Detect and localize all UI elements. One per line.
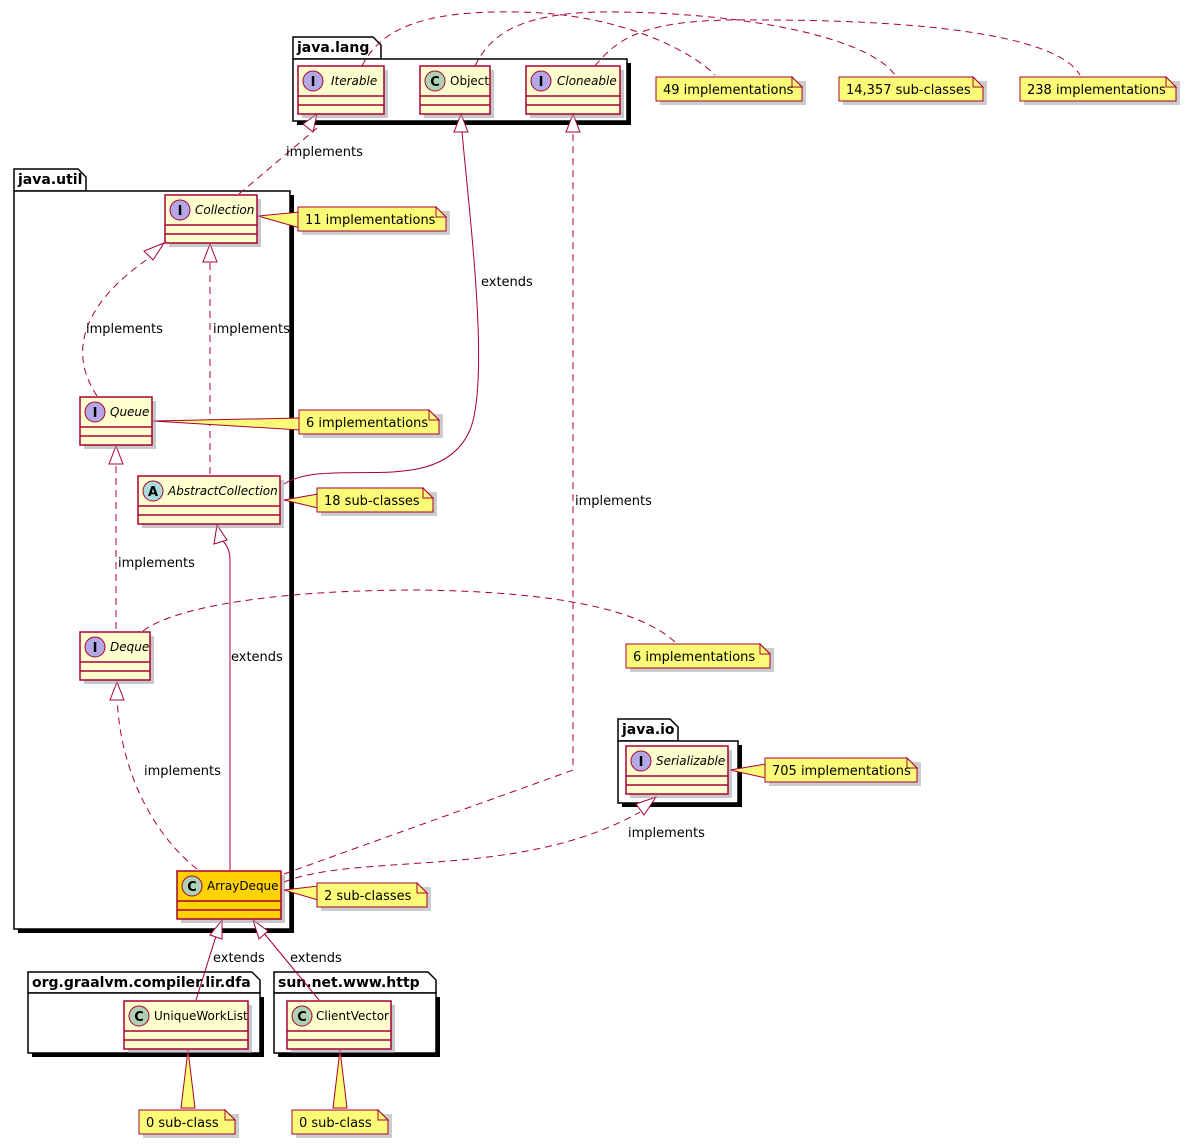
note-queue: 6 implementations: [298, 408, 443, 438]
note-text: 0 sub-class: [146, 1116, 219, 1131]
edge-label: implements: [213, 322, 290, 337]
package-label: java.io: [621, 722, 675, 738]
class-name: Cloneable: [557, 74, 617, 88]
note-text: 14,357 sub-classes: [846, 83, 971, 98]
package-label: java.lang: [296, 40, 369, 56]
class-serializable[interactable]: I Serializable: [625, 745, 732, 798]
edge-label: extends: [213, 951, 265, 966]
class-cloneable[interactable]: I Cloneable: [525, 65, 624, 118]
class-badge-icon: [128, 1005, 150, 1027]
class-object[interactable]: C Object: [419, 65, 494, 118]
edge-uniqueworklist-arraydeque: extends: [195, 918, 265, 1001]
edge-label: implements: [575, 494, 652, 509]
class-name: Deque: [110, 640, 149, 654]
class-name: ClientVector: [316, 1009, 389, 1023]
note-deque: 6 implementations: [625, 642, 774, 672]
edge-label: implements: [86, 322, 163, 337]
class-arraydeque[interactable]: C ArrayDeque: [176, 870, 285, 923]
edge-label: extends: [231, 650, 283, 665]
interface-badge-icon: [169, 199, 191, 221]
note-arraydeque: 2 sub-classes: [316, 881, 431, 911]
note-text: 238 implementations: [1027, 83, 1166, 98]
class-badge-icon: [424, 70, 446, 92]
edge-deque-queue: implements: [108, 444, 195, 629]
interface-badge-icon: [84, 401, 106, 423]
class-name: Queue: [110, 405, 149, 419]
class-name: Collection: [195, 203, 254, 217]
interface-badge-icon: [530, 70, 552, 92]
edge-collection-iterable: implements: [238, 112, 363, 195]
edge-queue-collection: implements: [82, 241, 166, 397]
edge-arraydeque-serializable: implements: [283, 796, 705, 883]
note-text: 2 sub-classes: [324, 889, 412, 904]
class-badge-icon: [291, 1005, 313, 1027]
class-collection[interactable]: I Collection: [164, 194, 261, 247]
note-uniqueworklist: 0 sub-class: [138, 1108, 239, 1138]
svg-text:I: I: [539, 75, 544, 90]
edge-label: implements: [118, 556, 195, 571]
svg-text:A: A: [148, 485, 158, 500]
package-label: org.graalvm.compiler.lir.dfa: [32, 975, 251, 991]
class-name: Object: [450, 74, 489, 88]
class-name: AbstractCollection: [167, 484, 278, 498]
package-java-util: java.util: [13, 168, 294, 933]
interface-badge-icon: [84, 636, 106, 658]
edge-abstractcollection-collection: implements: [202, 242, 290, 474]
note-text: 705 implementations: [772, 764, 911, 779]
svg-text:C: C: [134, 1010, 144, 1025]
abstract-badge-icon: [142, 480, 164, 502]
note-text: 6 implementations: [633, 650, 755, 665]
note-serializable: 705 implementations: [764, 756, 921, 786]
class-clientvector[interactable]: C ClientVector: [286, 1000, 395, 1053]
edge-arraydeque-cloneable: implements: [283, 112, 652, 875]
note-text: 18 sub-classes: [324, 494, 420, 509]
svg-text:I: I: [93, 641, 98, 656]
edge-label: implements: [144, 764, 221, 779]
note-clientvector: 0 sub-class: [291, 1108, 392, 1138]
svg-text:I: I: [93, 406, 98, 421]
edge-abstractcollection-object: extends: [283, 112, 533, 485]
svg-text:I: I: [639, 755, 644, 770]
edge-arraydeque-abstractcollection: extends: [213, 523, 283, 870]
note-abstractcollection: 18 sub-classes: [316, 486, 437, 516]
class-uniqueworklist[interactable]: C UniqueWorkList: [123, 1000, 252, 1053]
class-name: Serializable: [656, 754, 725, 768]
note-text: 0 sub-class: [299, 1116, 372, 1131]
class-iterable[interactable]: I Iterable: [297, 65, 388, 118]
edge-label: extends: [290, 951, 342, 966]
note-text: 6 implementations: [306, 416, 428, 431]
note-iterable: 49 implementations: [655, 75, 806, 105]
package-label: java.util: [17, 172, 82, 188]
class-abstractcollection[interactable]: A AbstractCollection: [137, 475, 284, 528]
note-text: 49 implementations: [663, 83, 794, 98]
class-name: Iterable: [331, 74, 377, 88]
edge-arraydeque-deque: implements: [109, 680, 221, 870]
note-object: 14,357 sub-classes: [838, 75, 987, 105]
interface-badge-icon: [302, 70, 324, 92]
note-text: 11 implementations: [305, 213, 436, 228]
class-deque[interactable]: I Deque: [79, 631, 154, 684]
package-label: sun.net.www.http: [278, 975, 420, 991]
note-cloneable: 238 implementations: [1019, 75, 1180, 105]
svg-text:C: C: [297, 1010, 307, 1025]
svg-text:I: I: [311, 75, 316, 90]
note-collection: 11 implementations: [297, 205, 450, 235]
class-badge-icon: [181, 875, 203, 897]
edge-label: implements: [628, 826, 705, 841]
class-queue[interactable]: I Queue: [79, 396, 156, 449]
class-name: UniqueWorkList: [154, 1009, 248, 1023]
edge-label: implements: [286, 145, 363, 160]
edges: implements implements implements extends…: [82, 112, 705, 1001]
svg-text:C: C: [430, 75, 440, 90]
edge-label: extends: [481, 275, 533, 290]
class-name: ArrayDeque: [207, 879, 279, 893]
svg-text:C: C: [187, 880, 197, 895]
edge-clientvector-arraydeque: extends: [252, 918, 342, 1001]
svg-text:I: I: [178, 204, 183, 219]
interface-badge-icon: [630, 750, 652, 772]
